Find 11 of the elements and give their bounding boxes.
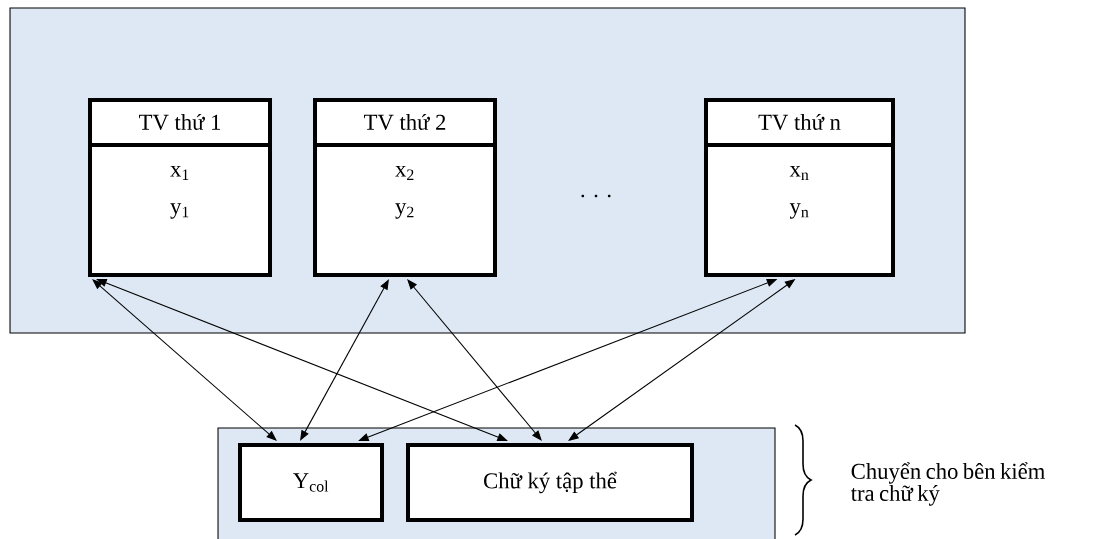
note-text: Chuyển cho bên kiểm tra chữ ký [850, 462, 1045, 506]
arrow [92, 279, 277, 441]
result-box: Y$_{col}$ [238, 443, 384, 522]
arrow [300, 279, 389, 441]
member-box: TV thứ 2 x$_{2}$ y$_{2}$ [313, 98, 497, 277]
member-box: TV thứ 1 x$_{1}$ y$_{1}$ [88, 98, 272, 277]
ellipsis: . . . [581, 194, 611, 198]
result-box: Chữ ký tập thể [406, 443, 694, 522]
member-box: TV thứ n x$_{n}$ y$_{n}$ [704, 98, 895, 277]
arrow [96, 279, 508, 441]
arrow [407, 279, 542, 441]
